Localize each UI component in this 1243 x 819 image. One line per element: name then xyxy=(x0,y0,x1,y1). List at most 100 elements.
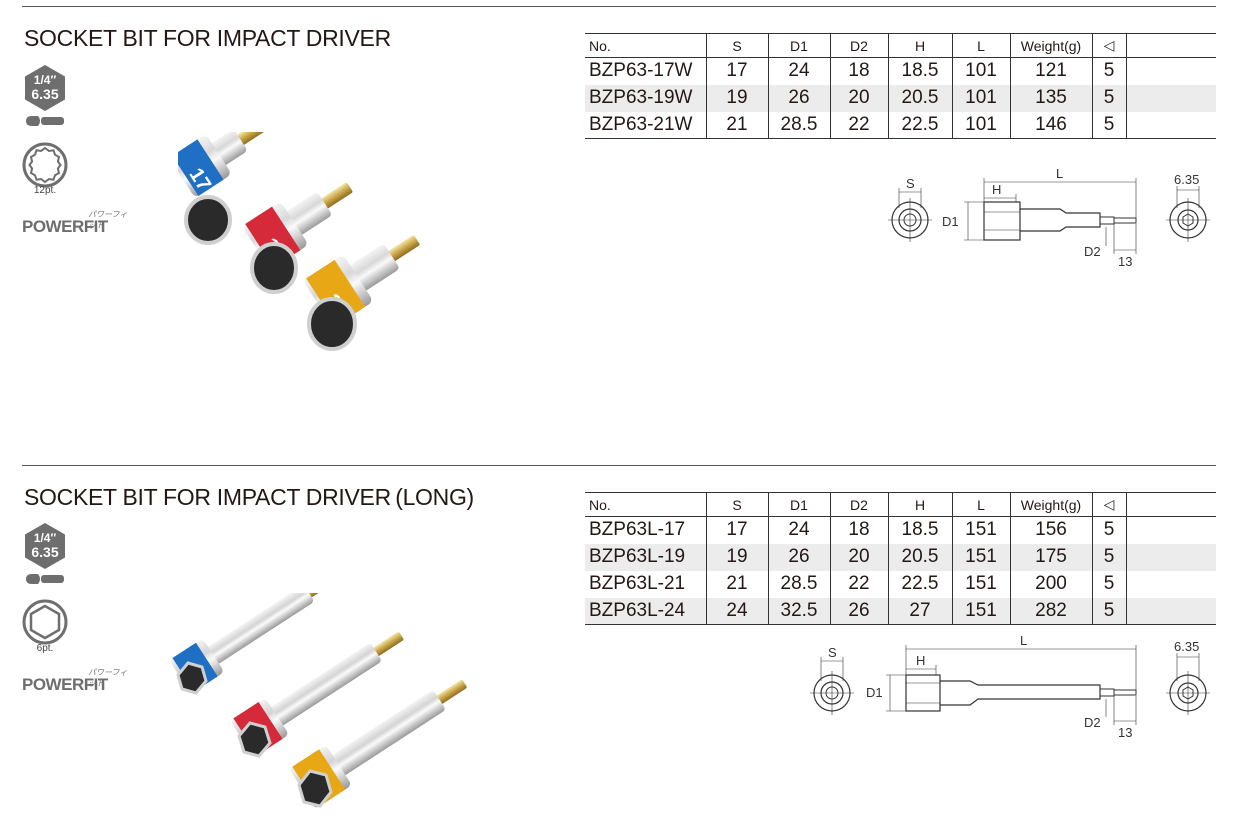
table-row: BZP63-21W 21 28.5 22 22.5 101 146 5 xyxy=(585,111,1216,139)
dim-label-hex: 6.35 xyxy=(1174,639,1199,654)
table-row: BZP63-17W 17 24 18 18.5 101 121 5 xyxy=(585,57,1216,85)
dim-label-tip: 13 xyxy=(1118,725,1132,740)
cell-no: BZP63L-21 xyxy=(589,573,686,594)
socket-mouth xyxy=(176,661,208,695)
col-header: D2 xyxy=(829,33,888,58)
cell-weight: 156 xyxy=(1009,516,1092,544)
cell-l: 151 xyxy=(951,516,1010,544)
col-header xyxy=(1125,492,1216,517)
cell-weight: 282 xyxy=(1009,597,1092,625)
end-view xyxy=(1166,186,1210,242)
cell-s: 19 xyxy=(705,84,768,112)
front-view xyxy=(888,188,932,242)
table-row: BZP63L-19 19 26 20 20.5 151 175 5 xyxy=(585,543,1216,571)
cell-d2: 22 xyxy=(829,570,888,598)
cell-h: 20.5 xyxy=(887,84,952,112)
col-header: H xyxy=(887,33,952,58)
cell-s: 24 xyxy=(705,597,768,625)
dim-label-s: S xyxy=(906,176,915,191)
cell-d2: 26 xyxy=(829,597,888,625)
twelve-point-socket-icon xyxy=(22,142,68,188)
drive-size-hex-icon: 1/4″ 6.35 xyxy=(24,64,66,112)
col-header: L xyxy=(951,33,1010,58)
col-header: D2 xyxy=(829,492,888,517)
socket-mouth xyxy=(184,195,232,245)
cell-no: BZP63L-24 xyxy=(585,597,706,625)
col-header xyxy=(1125,33,1216,58)
cell-l: 151 xyxy=(951,597,1010,625)
cell-d1: 24 xyxy=(767,516,830,544)
dim-label-h: H xyxy=(992,182,1001,197)
front-view xyxy=(810,657,854,715)
pack-qty-icon: ◁ xyxy=(1091,492,1126,517)
cell-l: 101 xyxy=(951,111,1010,139)
cell-h: 18.5 xyxy=(887,516,952,544)
col-header: S xyxy=(705,492,768,517)
spec-table: No. S D1 D2 H L Weight(g) ◁ BZP63-17W 17… xyxy=(585,33,1216,139)
cell-d2: 20 xyxy=(829,543,888,571)
table-row: BZP63L-17 17 24 18 18.5 151 156 5 xyxy=(585,516,1216,544)
cell-h: 27 xyxy=(887,597,952,625)
drive-size-hex-icon: 1/4″ 6.35 xyxy=(24,522,66,570)
cell-h: 22.5 xyxy=(887,570,952,598)
cell-h: 18.5 xyxy=(887,57,952,85)
cell-d2: 18 xyxy=(829,516,888,544)
dim-label-d1: D1 xyxy=(866,685,883,700)
product-photo: 17 19 21 xyxy=(178,132,420,351)
col-header: L xyxy=(951,492,1010,517)
cell-no: BZP63-21W xyxy=(585,111,706,139)
dimension-drawing: S L H D1 D2 13 xyxy=(810,635,1210,740)
drive-size-mm: 6.35 xyxy=(31,544,59,560)
col-header: D1 xyxy=(767,492,830,517)
drive-size-inch: 1/4″ xyxy=(33,531,57,545)
dim-label-hex: 6.35 xyxy=(1174,172,1199,187)
table-row: BZP63-19W 19 26 20 20.5 101 135 5 xyxy=(585,84,1216,112)
section-title: SOCKET BIT FOR IMPACT DRIVER xyxy=(24,25,391,51)
cell-pack: 5 xyxy=(1091,57,1126,85)
cell-d1: 28.5 xyxy=(767,111,830,139)
point-count-label: 12pt. xyxy=(33,185,57,196)
cell-blank xyxy=(1125,543,1216,571)
col-header: H xyxy=(887,492,952,517)
col-header: No. xyxy=(585,33,706,58)
cell-pack: 5 xyxy=(1091,111,1126,139)
side-view xyxy=(886,645,1137,725)
table-row: BZP63L-21 21 28.5 22 22.5 151 200 5 xyxy=(585,570,1216,598)
socket-mouth xyxy=(250,242,298,294)
six-point-socket-icon xyxy=(22,599,68,645)
cell-d1: 24 xyxy=(767,57,830,85)
dim-label-s: S xyxy=(828,645,837,660)
cell-h: 22.5 xyxy=(887,111,952,139)
socket-mouth xyxy=(237,721,272,758)
cell-s: 17 xyxy=(705,516,768,544)
section-standard: SOCKET BIT FOR IMPACT DRIVER 1/4″ 6.35 1… xyxy=(0,6,1243,446)
dim-label-l: L xyxy=(1056,166,1063,181)
col-header: D1 xyxy=(767,33,830,58)
dim-label-tip: 13 xyxy=(1118,254,1132,269)
cell-pack: 5 xyxy=(1091,570,1126,598)
cell-d2: 22 xyxy=(829,111,888,139)
cell-no: BZP63L-17 xyxy=(589,519,686,541)
cell-weight: 135 xyxy=(1009,84,1092,112)
table-header-row: No. S D1 D2 H L Weight(g) ◁ xyxy=(585,492,1216,517)
section-divider xyxy=(22,6,1216,7)
cell-weight: 146 xyxy=(1009,111,1092,139)
cell-l: 101 xyxy=(951,84,1010,112)
col-header: Weight(g) xyxy=(1009,492,1092,517)
dim-label-d2: D2 xyxy=(1084,244,1101,259)
hex-bit-shank-icon xyxy=(24,114,66,128)
dim-label-d1: D1 xyxy=(942,214,959,229)
cell-l: 151 xyxy=(951,570,1010,598)
cell-pack: 5 xyxy=(1091,597,1126,625)
cell-s: 21 xyxy=(705,111,768,139)
cell-no: BZP63-17W xyxy=(589,60,693,82)
dimension-drawing: S L H D1 D2 13 xyxy=(888,166,1210,269)
point-count-label: 6pt. xyxy=(36,643,54,654)
cell-d1: 32.5 xyxy=(767,597,830,625)
cell-s: 21 xyxy=(705,570,768,598)
cell-weight: 200 xyxy=(1009,570,1092,598)
cell-d1: 26 xyxy=(767,84,830,112)
cell-pack: 5 xyxy=(1091,516,1126,544)
socket-mouth xyxy=(297,769,333,808)
section-long: SOCKET BIT FOR IMPACT DRIVER (LONG) 1/4″… xyxy=(0,465,1243,819)
